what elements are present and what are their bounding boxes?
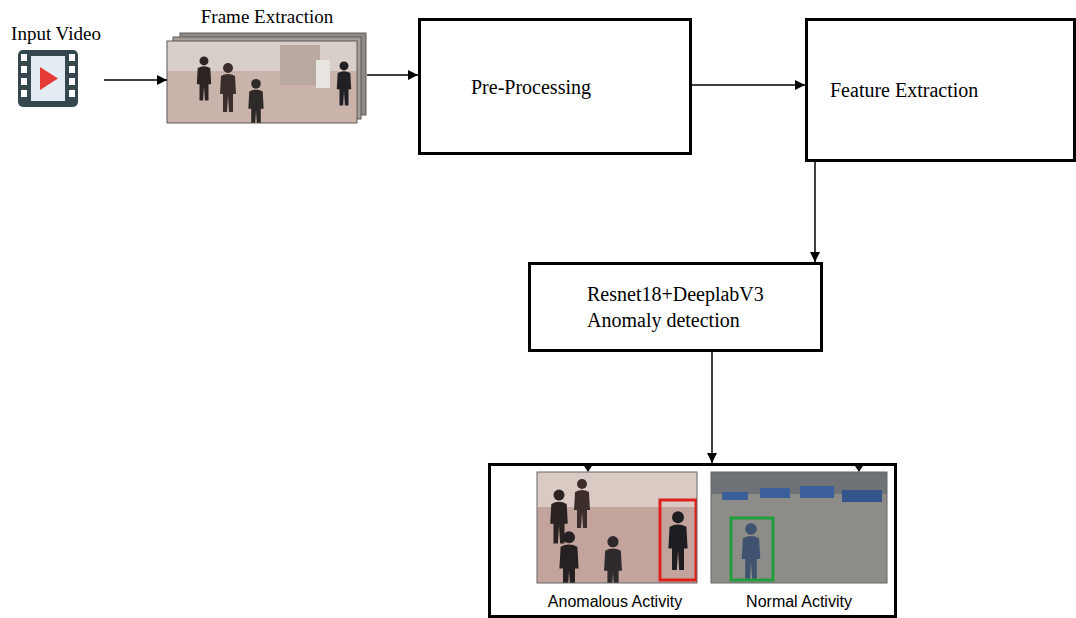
frame-stack (167, 33, 366, 126)
model-box: Resnet18+DeeplabV3 Anomaly detection (528, 262, 823, 352)
process-box: Feature Extraction (805, 18, 1076, 162)
flow-arrow (711, 352, 713, 463)
source-label: Input Video (8, 22, 104, 110)
result-caption: Anomalous Activity (529, 469, 701, 614)
image-caption: Anomalous Activity (548, 592, 682, 613)
node-label: Pre-Processing (471, 74, 591, 100)
process-box: Pre-Processing (418, 18, 692, 155)
image-caption: Normal Activity (746, 592, 852, 613)
result-caption: Normal Activity (707, 469, 891, 614)
flow-arrow (814, 162, 816, 262)
node-label: Frame Extraction (201, 5, 333, 30)
node-label: Input Video (11, 22, 101, 47)
video-icon (18, 50, 78, 107)
flow-arrow (104, 79, 167, 81)
output-panel: Anomalous Activity Normal Activity (488, 463, 897, 618)
normal-scene (711, 466, 887, 583)
anomalous-scene (537, 466, 697, 591)
flow-arrow (692, 84, 805, 86)
flow-arrow (367, 74, 418, 76)
frame-stack-label: Frame Extraction (167, 5, 367, 125)
node-label: Resnet18+DeeplabV3 Anomaly detection (587, 281, 802, 333)
node-label: Feature Extraction (830, 77, 978, 103)
